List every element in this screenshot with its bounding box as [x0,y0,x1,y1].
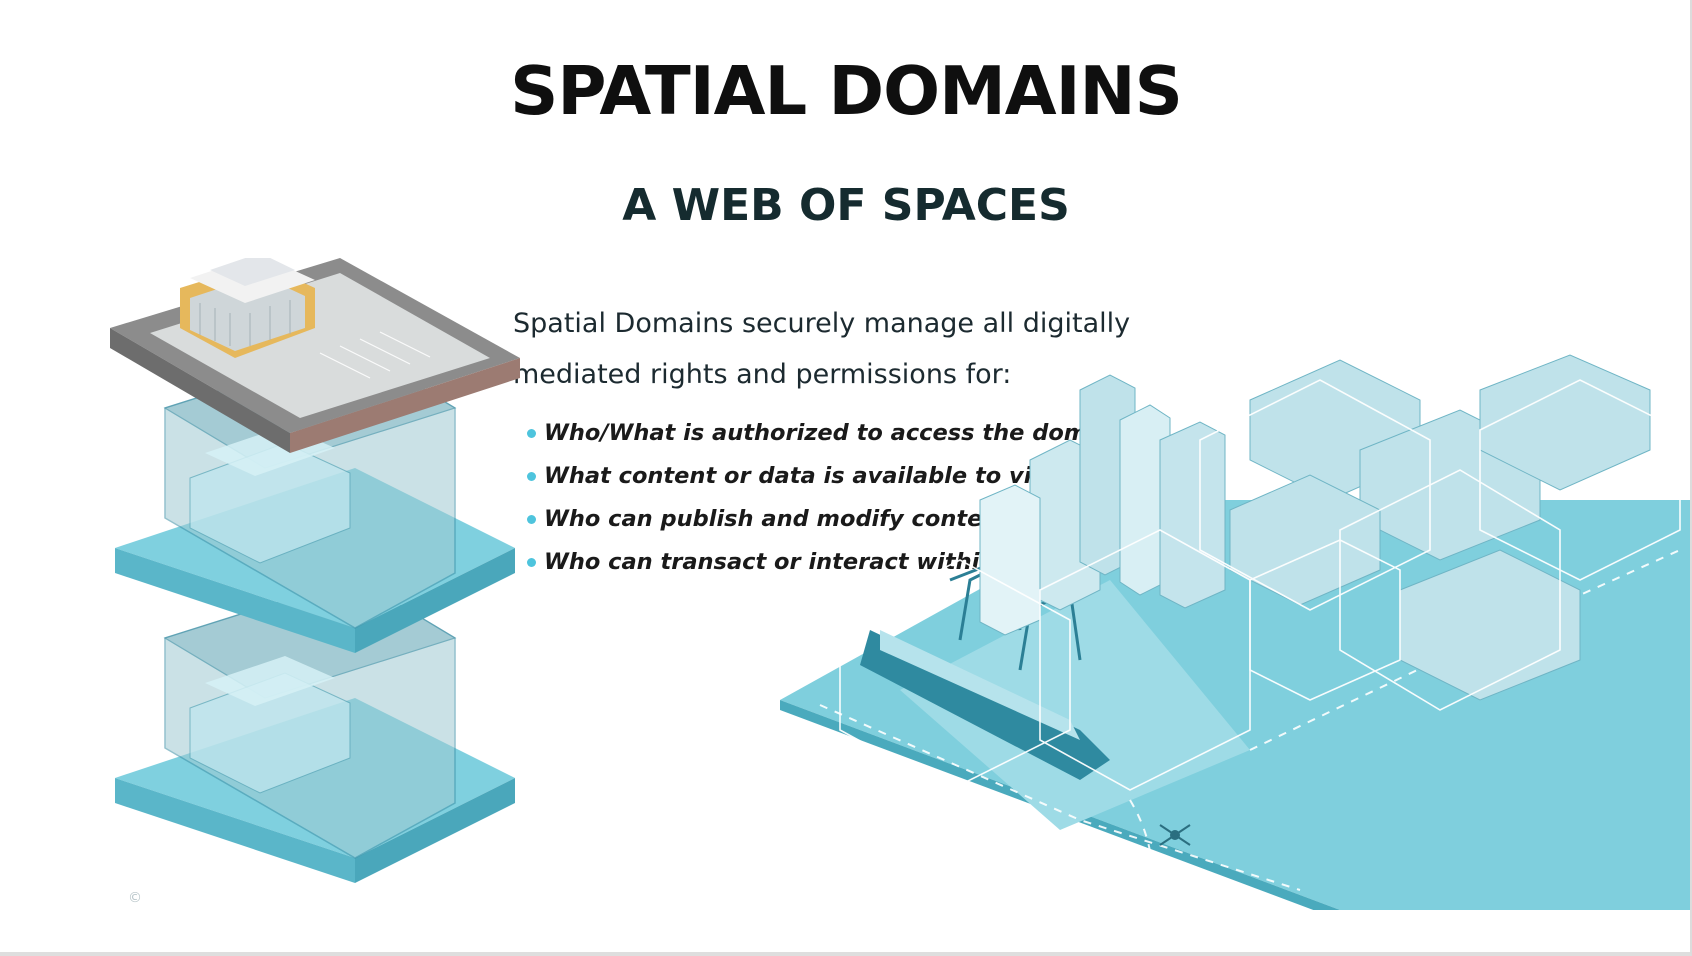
bullet-icon [527,515,536,524]
port-city-illustration [780,354,1690,910]
bullet-icon [527,472,536,481]
bullet-icon [527,558,536,567]
stacked-floors-illustration [110,258,520,883]
list-item: What content or data is available to vie… [527,463,1126,506]
floor-slab-bottom [115,577,515,883]
bullet-text: What content or data is available to vie… [544,463,1068,489]
bullet-text: Who can publish and modify content [544,506,1010,532]
permissions-list: Who/What is authorized to access the dom… [527,420,1127,592]
floor-slab-top [110,258,520,453]
intro-paragraph: Spatial Domains securely manage all digi… [513,298,1233,400]
list-item: Who can transact or interact within it [527,549,1126,592]
slide-title: SPATIAL DOMAINS [510,52,1183,130]
road-markings [819,549,1681,906]
skyscrapers [979,374,1226,636]
drone-icon [1159,824,1191,846]
bullet-icon [527,429,536,438]
bullet-text: Who can transact or interact within it [544,549,1022,575]
bullet-text: Who/What is authorized to access the dom… [544,420,1127,446]
slide-subtitle: A WEB OF SPACES [622,180,1070,231]
cargo-ship [860,630,1110,780]
copyright-mark: © [128,890,142,906]
intro-line-1: Spatial Domains securely manage all digi… [513,308,1131,339]
intro-line-2: mediated rights and permissions for: [513,359,1012,390]
list-item: Who can publish and modify content [527,506,1126,549]
domain-wireframes [839,379,1681,791]
list-item: Who/What is authorized to access the dom… [527,420,1127,463]
